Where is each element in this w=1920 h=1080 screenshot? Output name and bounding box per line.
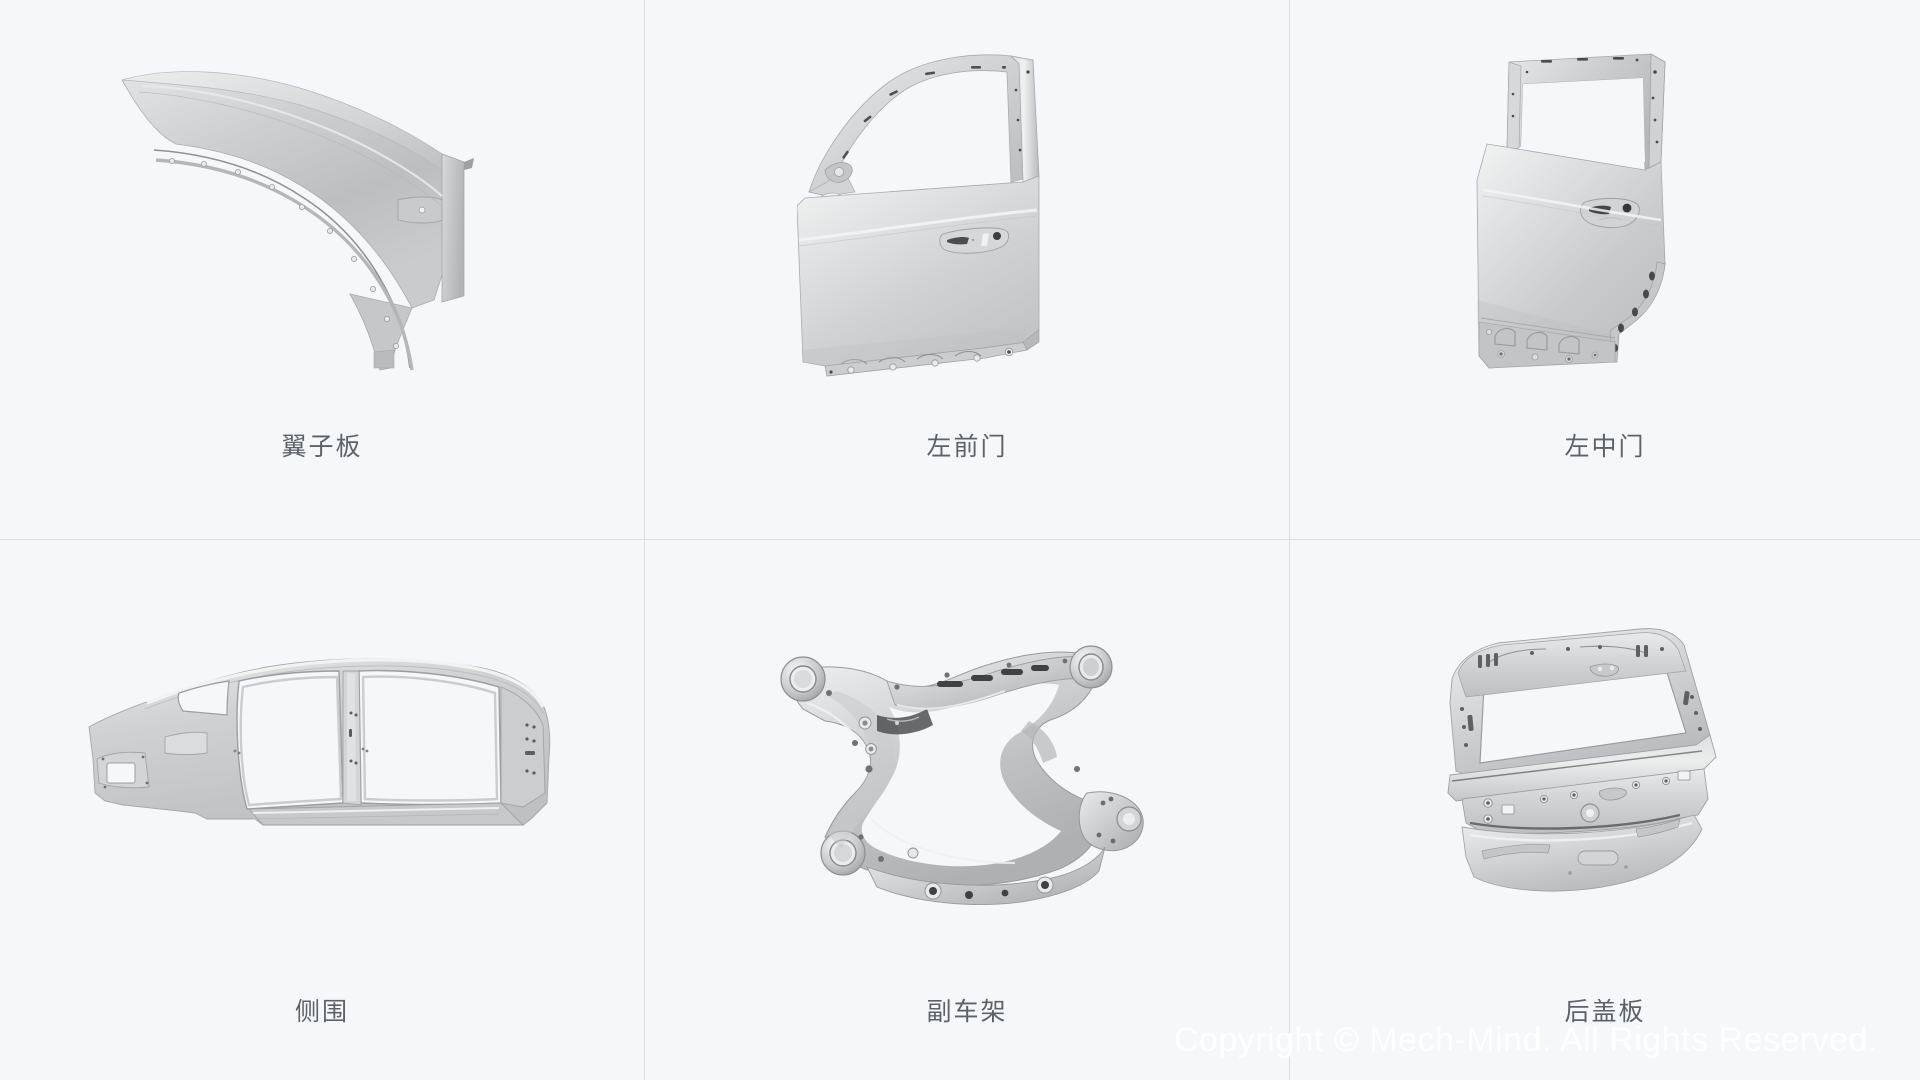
part-label-tailgate: 后盖板: [1564, 998, 1646, 1026]
part-image-body-side: [0, 540, 644, 995]
part-image-left-front-door: [645, 0, 1289, 430]
part-label-subframe: 副车架: [926, 998, 1008, 1026]
part-label-left-middle-door: 左中门: [1564, 433, 1646, 461]
part-cell-left-middle-door[interactable]: 左中门: [1290, 0, 1920, 540]
part-label-fender: 翼子板: [281, 433, 363, 461]
part-cell-left-front-door[interactable]: 左前门: [645, 0, 1290, 540]
car-front-door-panel-icon: [797, 54, 1040, 377]
part-image-subframe: [645, 540, 1289, 995]
part-image-tailgate: [1290, 540, 1920, 995]
car-body-side-frame-icon: [88, 657, 551, 825]
part-cell-tailgate[interactable]: 后盖板: [1290, 540, 1920, 1080]
car-subframe-icon: [780, 644, 1144, 905]
part-cell-subframe[interactable]: 副车架: [645, 540, 1290, 1080]
part-label-left-front-door: 左前门: [926, 433, 1008, 461]
part-image-fender: [0, 0, 644, 430]
car-middle-door-panel-icon: [1476, 53, 1667, 369]
part-label-body-side: 侧围: [294, 998, 349, 1026]
part-cell-body-side[interactable]: 侧围: [0, 540, 645, 1080]
car-fender-panel-icon: [121, 71, 474, 371]
car-tailgate-panel-icon: [1447, 627, 1717, 892]
part-cell-fender[interactable]: 翼子板: [0, 0, 645, 540]
part-image-left-middle-door: [1290, 0, 1920, 430]
